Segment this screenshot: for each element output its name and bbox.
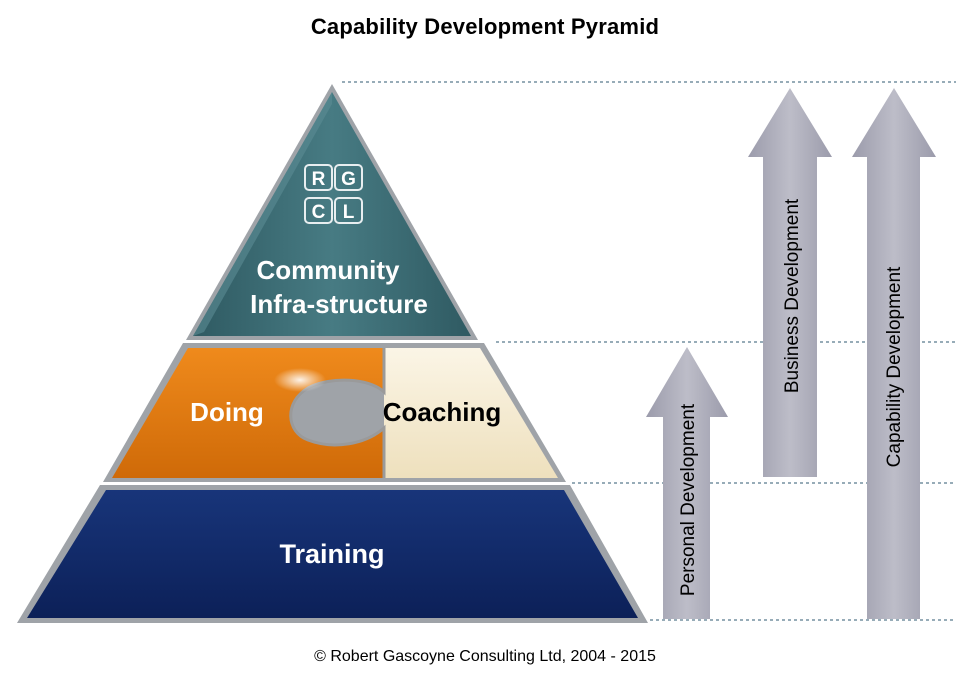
diagram-title: Capability Development Pyramid: [310, 14, 660, 39]
rgcl-logo: R G C L: [304, 164, 363, 224]
pyramid-middle-tier: [103, 343, 566, 482]
capability-development-label: Capability Development: [884, 266, 905, 467]
logo-letter-g: G: [341, 169, 356, 190]
business-development-arrow: [748, 88, 832, 477]
pyramid-bottom-tier: [17, 485, 648, 623]
training-label: Training: [279, 539, 384, 569]
copyright-footer: © Robert Gascoyne Consulting Ltd, 2004 -…: [314, 648, 656, 665]
coaching-piece: [384, 348, 558, 478]
capability-development-arrow: [852, 88, 936, 619]
business-development-label: Business Development: [782, 198, 803, 393]
top-tier-label-line2: Infra-structure: [250, 289, 428, 319]
logo-letter-c: C: [312, 202, 326, 223]
top-tier-label-line1: Community: [257, 255, 401, 285]
logo-letter-r: R: [312, 169, 326, 190]
logo-letter-l: L: [343, 202, 355, 223]
doing-label: Doing: [190, 397, 264, 427]
personal-development-arrow: [646, 347, 728, 619]
coaching-label: Coaching: [383, 397, 501, 427]
personal-development-label: Personal Development: [678, 403, 699, 596]
